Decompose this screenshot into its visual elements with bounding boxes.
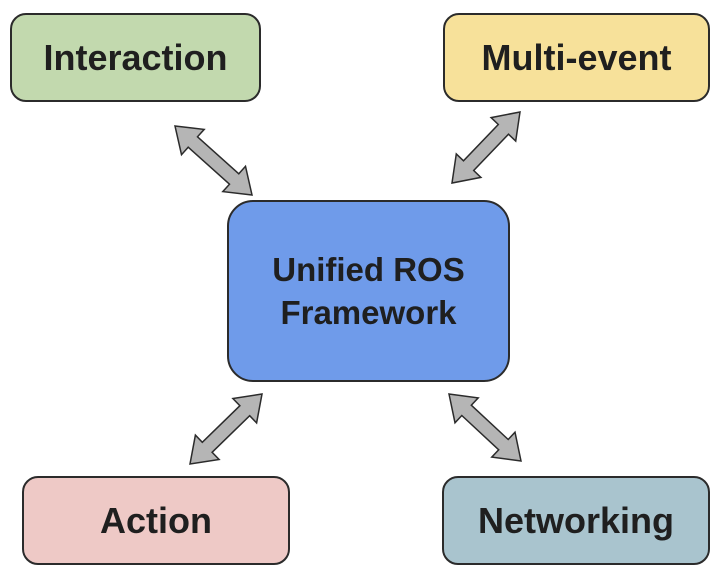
action-node: Action (22, 476, 290, 565)
arrow-multi-event-center (451, 111, 521, 184)
arrow-action-center (189, 393, 263, 465)
action-label: Action (100, 499, 212, 541)
multi-event-label: Multi-event (481, 36, 672, 78)
arrow-interaction-center (174, 125, 253, 196)
networking-label: Networking (477, 499, 674, 541)
center-label-line2: Framework (280, 294, 457, 331)
networking-node: Networking (442, 476, 710, 565)
arrow-networking-center (448, 393, 522, 462)
center-label-line1: Unified ROS (272, 251, 465, 288)
interaction-node: Interaction (10, 13, 261, 102)
unified-ros-framework-node: Unified ROS Framework (227, 200, 510, 382)
interaction-label: Interaction (43, 36, 228, 78)
multi-event-node: Multi-event (443, 13, 710, 102)
